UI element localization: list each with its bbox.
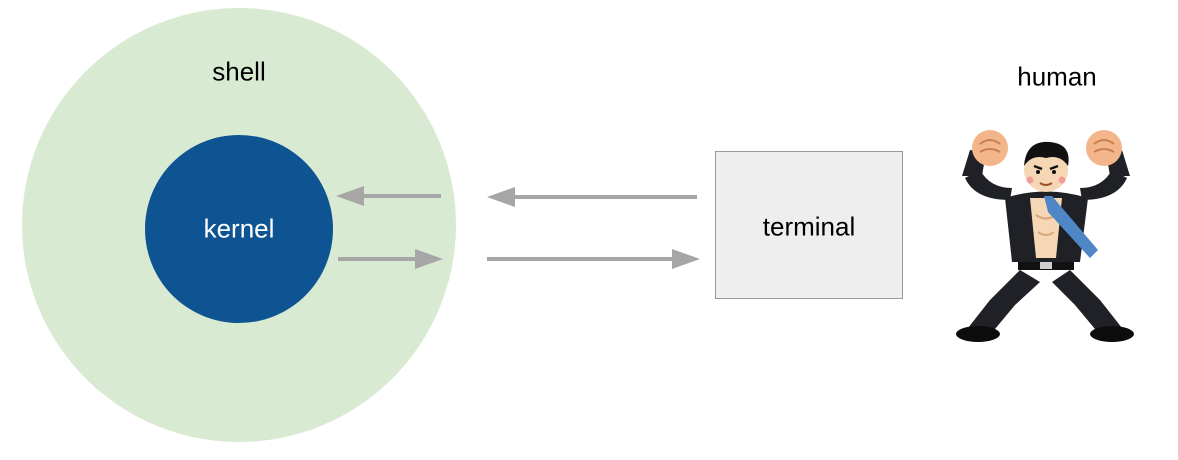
- arrow-shell-to-terminal: [487, 249, 700, 269]
- kernel-label: kernel: [203, 213, 275, 244]
- kernel-circle: [145, 135, 333, 323]
- shell-label: shell: [212, 56, 266, 87]
- terminal-box: [715, 151, 903, 299]
- arrow-shell-to-kernel: [336, 186, 441, 206]
- human-label: human: [1017, 61, 1097, 92]
- terminal-label: terminal: [762, 211, 856, 242]
- arrow-kernel-to-shell: [338, 249, 443, 269]
- businessman-flexing-icon: [956, 130, 1134, 342]
- arrow-terminal-to-shell: [487, 187, 697, 207]
